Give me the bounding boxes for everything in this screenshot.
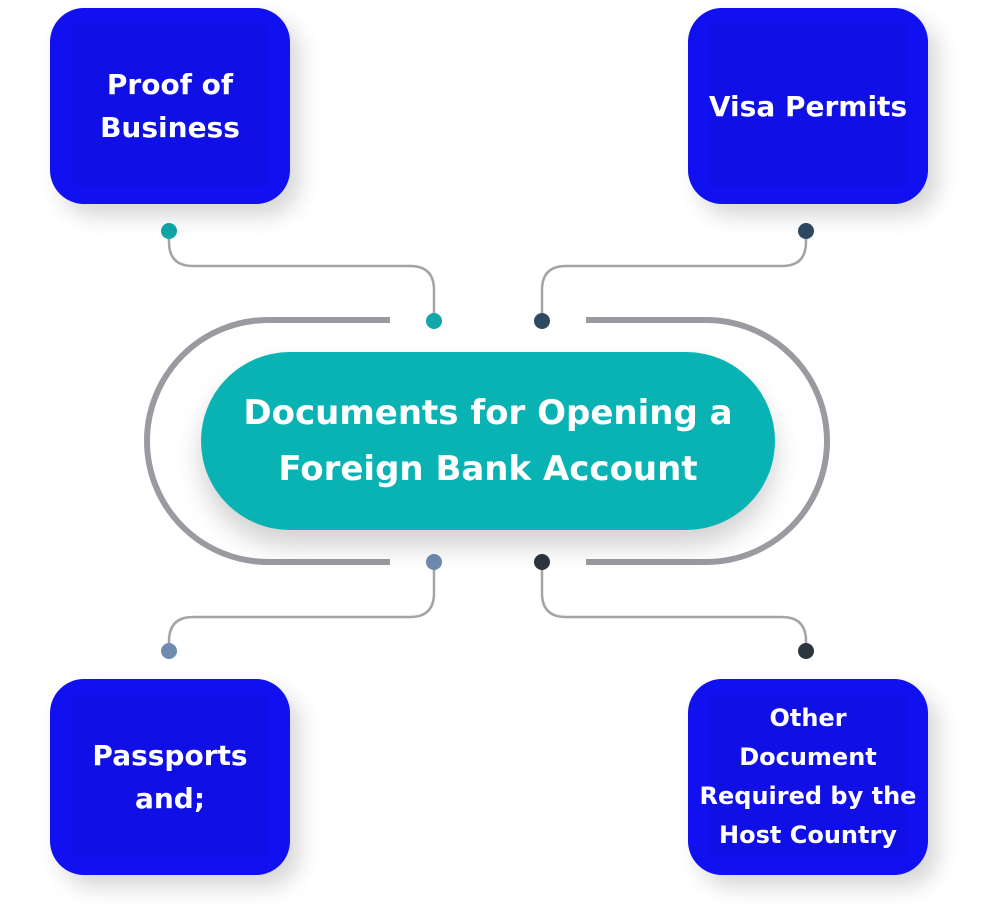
connector-top-right	[540, 231, 808, 321]
dot-bottom-right-inner	[534, 554, 550, 570]
node-passports: Passports and;	[50, 679, 290, 875]
center-title-line: Documents for Opening a	[243, 393, 733, 433]
center-topic: Documents for Opening a Foreign Bank Acc…	[201, 352, 775, 530]
node-proof-of-business: Proof of Business	[50, 8, 290, 204]
node-label-line: Business	[100, 111, 240, 144]
dot-bottom-right-outer	[798, 643, 814, 659]
center-title-line: Foreign Bank Account	[278, 449, 698, 489]
connector-bottom-left	[167, 562, 436, 651]
dot-top-right-inner	[534, 313, 550, 329]
dot-top-left-outer	[161, 223, 177, 239]
dot-top-right-outer	[798, 223, 814, 239]
dot-bottom-left-outer	[161, 643, 177, 659]
dot-top-left-inner	[426, 313, 442, 329]
node-label-line: Document	[739, 743, 877, 771]
outer-ring-left	[144, 317, 390, 565]
outer-ring-right	[586, 317, 830, 565]
node-label-line: Host Country	[719, 821, 897, 849]
node-label-line: Visa Permits	[708, 89, 908, 123]
connector-bottom-right	[540, 562, 808, 651]
node-label-line: Passports	[92, 739, 248, 772]
node-label-line: Proof of	[106, 68, 234, 101]
node-label-line: and;	[134, 782, 206, 815]
node-label-line: Required by the	[699, 782, 917, 810]
dot-bottom-left-inner	[426, 554, 442, 570]
connector-top-left	[167, 231, 436, 321]
node-other-documents: Other Document Required by the Host Coun…	[688, 679, 928, 875]
node-label-line: Other	[769, 704, 847, 732]
node-visa-permits: Visa Permits	[688, 8, 928, 204]
